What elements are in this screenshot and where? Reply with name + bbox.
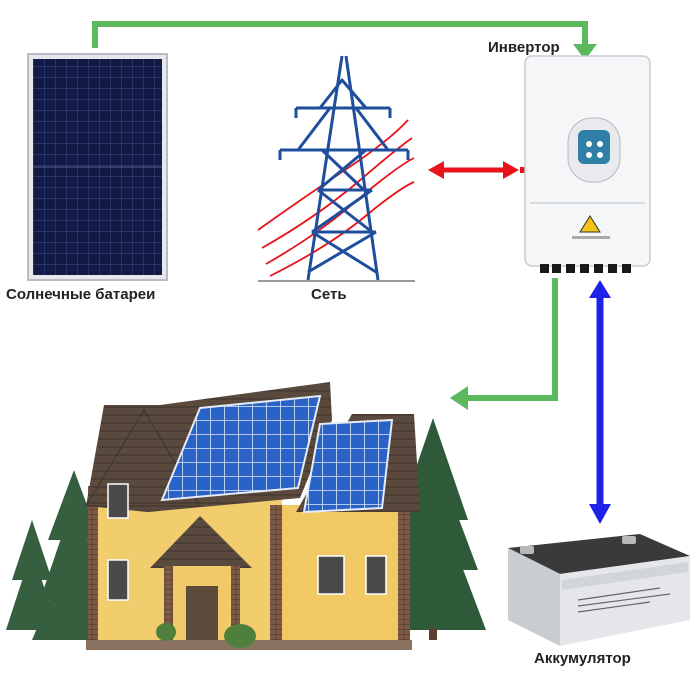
house-icon xyxy=(85,382,420,650)
flow-grid-inverter xyxy=(428,161,530,179)
flow-solar-arrowhead xyxy=(573,44,597,60)
flow-house-arrowhead xyxy=(450,386,468,410)
solar-panels-label: Солнечные батареи xyxy=(6,286,156,303)
flow-inverter-battery xyxy=(589,280,611,524)
battery-label: Аккумулятор xyxy=(534,650,631,667)
inverter-label: Инвертор xyxy=(488,39,560,56)
grid-label: Сеть xyxy=(311,286,347,303)
battery-icon xyxy=(508,534,690,646)
flow-inverter-to-house xyxy=(468,278,558,401)
power-tower-icon xyxy=(257,55,415,282)
flow-solar-to-inverter xyxy=(92,21,588,48)
inverter-icon xyxy=(524,55,651,273)
solar-panel-icon xyxy=(27,53,168,281)
